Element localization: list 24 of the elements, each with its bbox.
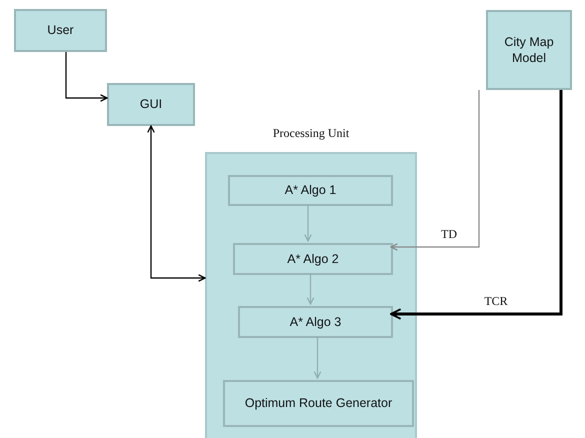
process-box [486,10,572,90]
box-label: A* Algo 1 [284,182,336,199]
panel-heading: Processing Unit [272,126,350,142]
box-label: A* Algo 2 [287,250,339,268]
arrow [390,90,562,320]
process-box [107,83,195,126]
edge-label: TD [439,228,459,241]
process-box [228,175,393,206]
arrow [306,273,314,305]
arrow [304,204,312,242]
arrow [314,336,322,379]
process-box [14,9,107,52]
process-box [233,243,393,275]
process-box [238,306,393,338]
arrow [147,125,206,282]
edge-label: TCR [482,294,510,308]
box-label: City Map Model [503,34,555,66]
box-label: User [47,22,74,39]
box-label: GUI [140,96,162,113]
box-label: Optimum Route Generator [244,395,392,412]
arrow [65,52,108,102]
arrow [390,90,480,251]
process-box [223,380,414,427]
box-label: A* Algo 3 [290,314,342,330]
